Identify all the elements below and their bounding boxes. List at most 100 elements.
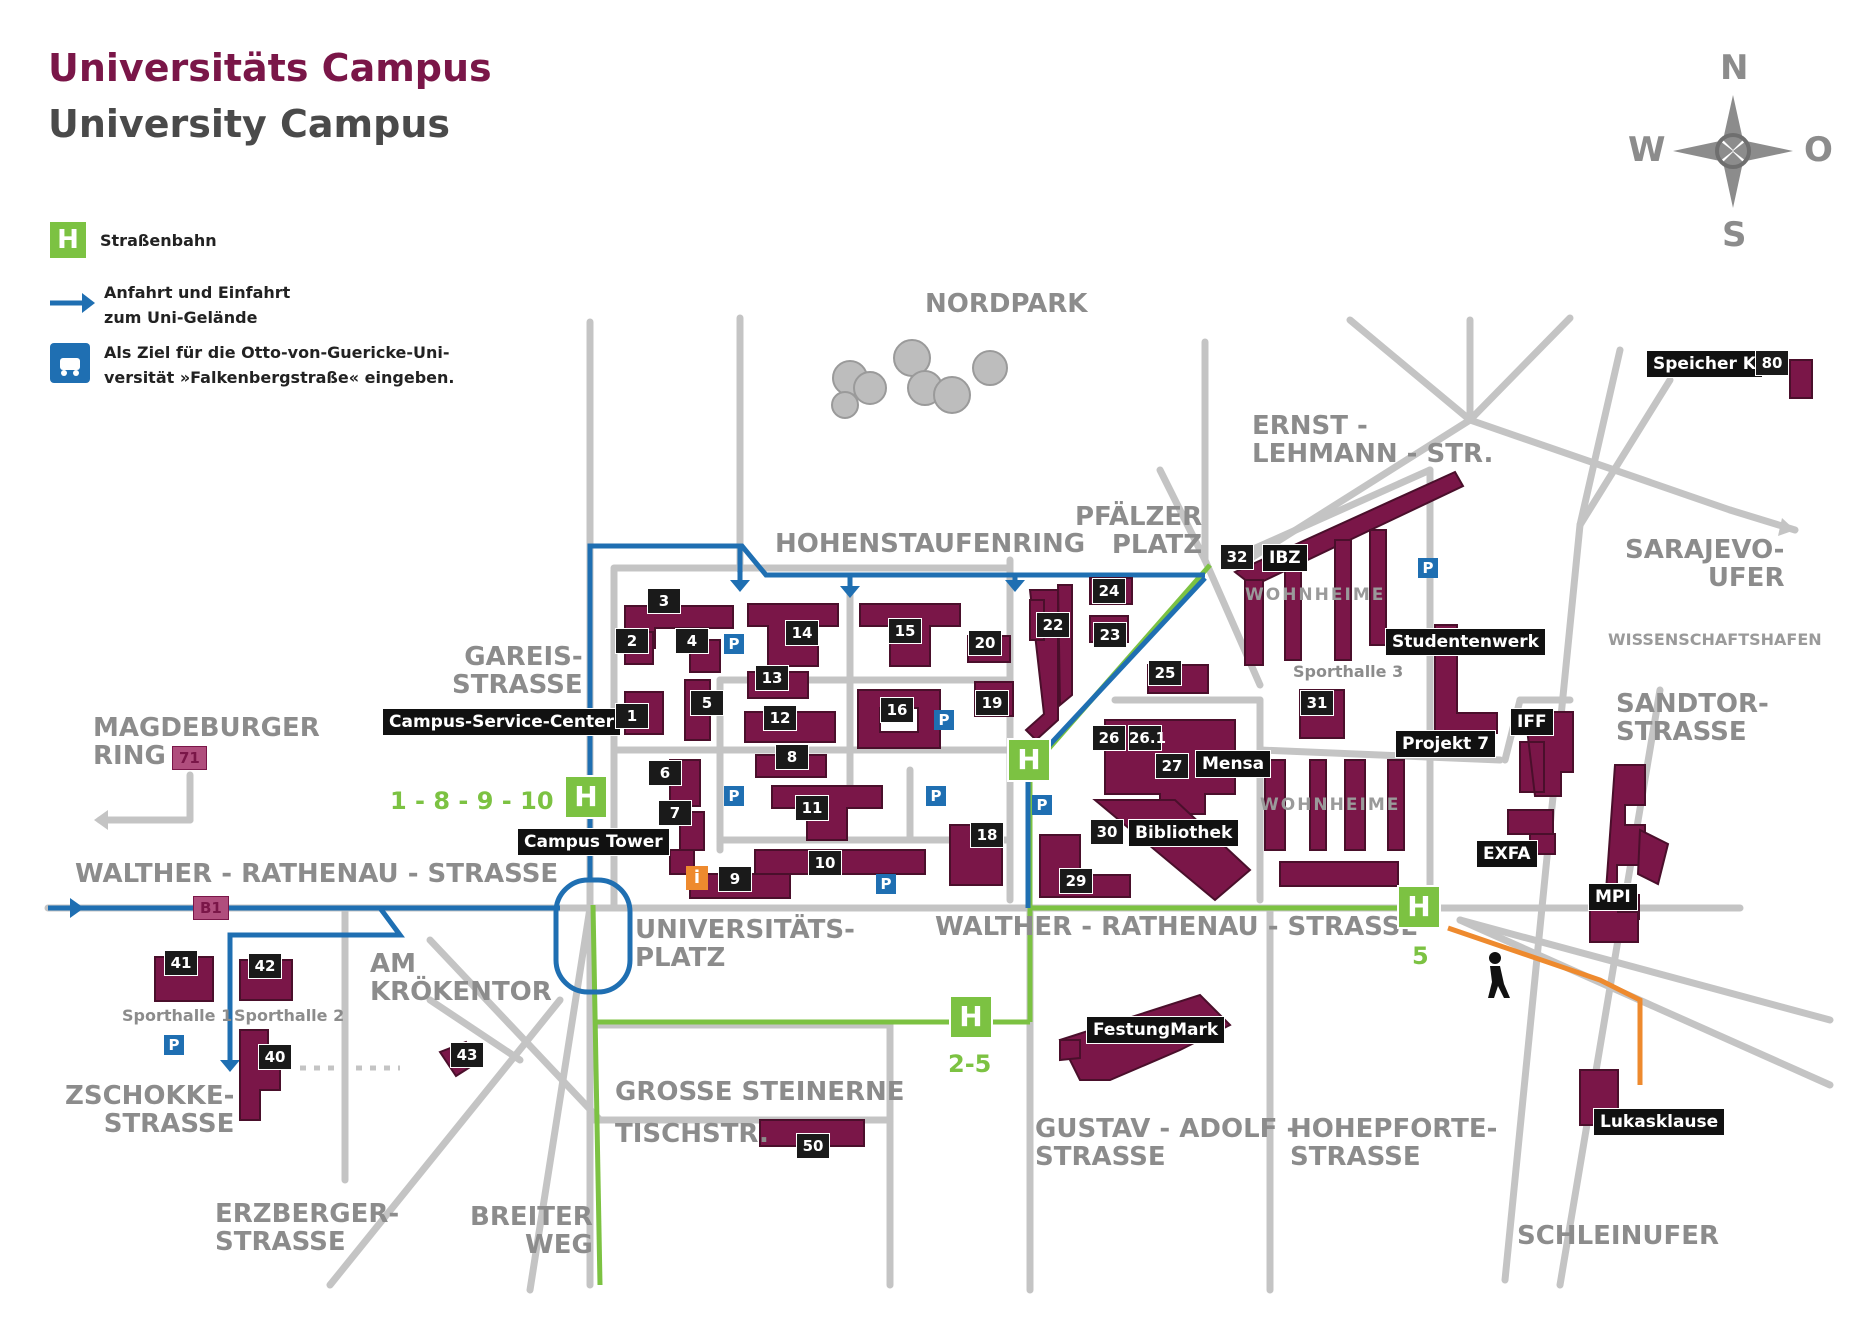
building-number[interactable]: 11 bbox=[795, 795, 829, 821]
street-ernst-lehmann: ERNST - LEHMANN - STR. bbox=[1252, 411, 1494, 469]
building-number[interactable]: 50 bbox=[796, 1133, 830, 1159]
legend-text-navigation: Als Ziel für die Otto-von-Guericke-Uni- … bbox=[104, 343, 455, 387]
building-number[interactable]: 14 bbox=[785, 620, 819, 646]
tram-lines-south: 2-5 bbox=[948, 1050, 992, 1078]
tram-stop-icon[interactable]: H bbox=[949, 995, 993, 1039]
road-badge-b1: B1 bbox=[193, 896, 229, 920]
building-number[interactable]: 22 bbox=[1036, 612, 1070, 638]
parking-icon[interactable]: P bbox=[724, 786, 744, 806]
legend-icons bbox=[50, 293, 95, 383]
parking-icon[interactable]: P bbox=[164, 1035, 184, 1055]
parking-icon[interactable]: P bbox=[1032, 795, 1052, 815]
sporthalle-1-label: Sporthalle 1 bbox=[122, 1006, 233, 1025]
label-mensa[interactable]: Mensa bbox=[1195, 750, 1272, 778]
parking-icon[interactable]: P bbox=[926, 786, 946, 806]
street-hohenstaufenring: HOHENSTAUFENRING bbox=[775, 529, 1086, 559]
street-grosse-steinerne: GROSSE STEINERNE bbox=[615, 1077, 905, 1107]
label-lukasklause[interactable]: Lukasklause bbox=[1593, 1108, 1726, 1136]
label-festungmark[interactable]: FestungMark bbox=[1086, 1016, 1226, 1044]
sporthalle-3-label: Sporthalle 3 bbox=[1293, 662, 1404, 681]
tram-lines-east: 5 bbox=[1412, 942, 1429, 970]
building-number[interactable]: 3 bbox=[647, 588, 681, 614]
building-number[interactable]: 15 bbox=[888, 618, 922, 644]
building-number[interactable]: 25 bbox=[1148, 660, 1182, 686]
building-number[interactable]: 1 bbox=[615, 703, 649, 729]
building-number[interactable]: 29 bbox=[1059, 868, 1093, 894]
building-number[interactable]: 8 bbox=[775, 744, 809, 770]
building-number[interactable]: 5 bbox=[690, 690, 724, 716]
street-erzbergerstrasse: ERZBERGER- STRASSE bbox=[215, 1199, 400, 1257]
building-number[interactable]: 24 bbox=[1092, 578, 1126, 604]
tram-stop-icon[interactable]: H bbox=[564, 775, 608, 819]
building-number[interactable]: 26.1 bbox=[1128, 725, 1166, 751]
building-number[interactable]: 2 bbox=[615, 628, 649, 654]
street-am-kroekentor: AM KRÖKENTOR bbox=[370, 949, 552, 1007]
street-walther-rathenau-east: WALTHER - RATHENAU - STRASSE bbox=[935, 912, 1419, 942]
building-number[interactable]: 4 bbox=[675, 628, 709, 654]
label-exfa[interactable]: EXFA bbox=[1476, 840, 1538, 868]
info-icon[interactable]: i bbox=[686, 866, 708, 890]
label-projekt7[interactable]: Projekt 7 bbox=[1395, 730, 1497, 758]
tram-stop-icon[interactable]: H bbox=[1397, 885, 1441, 929]
label-campus-tower[interactable]: Campus Tower bbox=[517, 828, 670, 856]
parking-icon[interactable]: P bbox=[1418, 558, 1438, 578]
building-number[interactable]: 16 bbox=[880, 697, 914, 723]
building-number[interactable]: 43 bbox=[450, 1042, 484, 1068]
label-campus-service-center[interactable]: Campus-Service-Center bbox=[382, 708, 621, 736]
parking-icon[interactable]: P bbox=[724, 634, 744, 654]
building-number[interactable]: 6 bbox=[648, 760, 682, 786]
legend-item-access: Anfahrt und Einfahrt zum Uni-Gelände bbox=[104, 280, 290, 330]
building-number[interactable]: 80 bbox=[1755, 350, 1789, 376]
building-number[interactable]: 41 bbox=[164, 950, 198, 976]
building-number[interactable]: 7 bbox=[658, 800, 692, 826]
building-number[interactable]: 23 bbox=[1093, 622, 1127, 648]
building-number[interactable]: 9 bbox=[718, 866, 752, 892]
building-number[interactable]: 30 bbox=[1090, 819, 1124, 845]
street-pfaelzer-platz: PFÄLZER PLATZ bbox=[1075, 502, 1203, 560]
walking-route bbox=[1447, 925, 1643, 1085]
building-number[interactable]: 12 bbox=[763, 705, 797, 731]
building-number[interactable]: 13 bbox=[755, 665, 789, 691]
area-wohnheime-north: WOHNHEIME bbox=[1245, 585, 1386, 605]
label-iff[interactable]: IFF bbox=[1510, 708, 1554, 736]
road-arrow-icon bbox=[94, 810, 108, 830]
street-gustav-adolf: GUSTAV - ADOLF - STRASSE bbox=[1035, 1114, 1298, 1172]
compass-east: O bbox=[1804, 130, 1833, 170]
building-number[interactable]: 42 bbox=[248, 953, 282, 979]
blue-arrowheads-icon bbox=[70, 580, 1025, 1072]
building-number[interactable]: 40 bbox=[258, 1044, 292, 1070]
tram-stop-icon: H bbox=[50, 222, 86, 258]
compass-south: S bbox=[1722, 215, 1747, 255]
street-magdeburger-ring: MAGDEBURGER RING bbox=[93, 713, 320, 771]
street-sandtorstrasse: SANDTOR- STRASSE bbox=[1616, 689, 1769, 747]
compass-icon bbox=[1673, 95, 1793, 208]
building-number[interactable]: 18 bbox=[970, 822, 1004, 848]
building-number[interactable]: 31 bbox=[1300, 690, 1334, 716]
legend-item-navigation: Als Ziel für die Otto-von-Guericke-Uni- … bbox=[104, 340, 454, 390]
label-ibz[interactable]: IBZ bbox=[1262, 544, 1308, 572]
parking-icon[interactable]: P bbox=[934, 710, 954, 730]
road-arrow-icon bbox=[1778, 518, 1795, 536]
building-number[interactable]: 20 bbox=[968, 630, 1002, 656]
building-number[interactable]: 10 bbox=[808, 850, 842, 876]
legend-text-tram: Straßenbahn bbox=[100, 230, 217, 250]
street-breiter-weg: BREITER WEG bbox=[470, 1202, 593, 1260]
page-subtitle: University Campus bbox=[48, 102, 451, 146]
tree-icons bbox=[831, 339, 1008, 419]
label-mpi[interactable]: MPI bbox=[1588, 883, 1638, 911]
building-number[interactable]: 19 bbox=[975, 690, 1009, 716]
label-speicher-k[interactable]: Speicher K bbox=[1646, 350, 1763, 378]
parking-icon[interactable]: P bbox=[876, 874, 896, 894]
area-wissenschaftshafen: WISSENSCHAFTSHAFEN bbox=[1608, 630, 1822, 649]
label-studentenwerk[interactable]: Studentenwerk bbox=[1385, 628, 1546, 656]
pedestrian-icon bbox=[1488, 952, 1510, 998]
street-hohepforte: HOHEPFORTE- STRASSE bbox=[1290, 1114, 1498, 1172]
building-number[interactable]: 32 bbox=[1220, 544, 1254, 570]
label-bibliothek[interactable]: Bibliothek bbox=[1128, 819, 1240, 847]
tram-stop-icon[interactable]: H bbox=[1007, 738, 1051, 782]
area-nordpark: NORDPARK bbox=[925, 289, 1088, 319]
building-number[interactable]: 27 bbox=[1155, 753, 1189, 779]
sporthalle-2-label: Sporthalle 2 bbox=[234, 1006, 345, 1025]
building-number[interactable]: 26 bbox=[1092, 725, 1126, 751]
